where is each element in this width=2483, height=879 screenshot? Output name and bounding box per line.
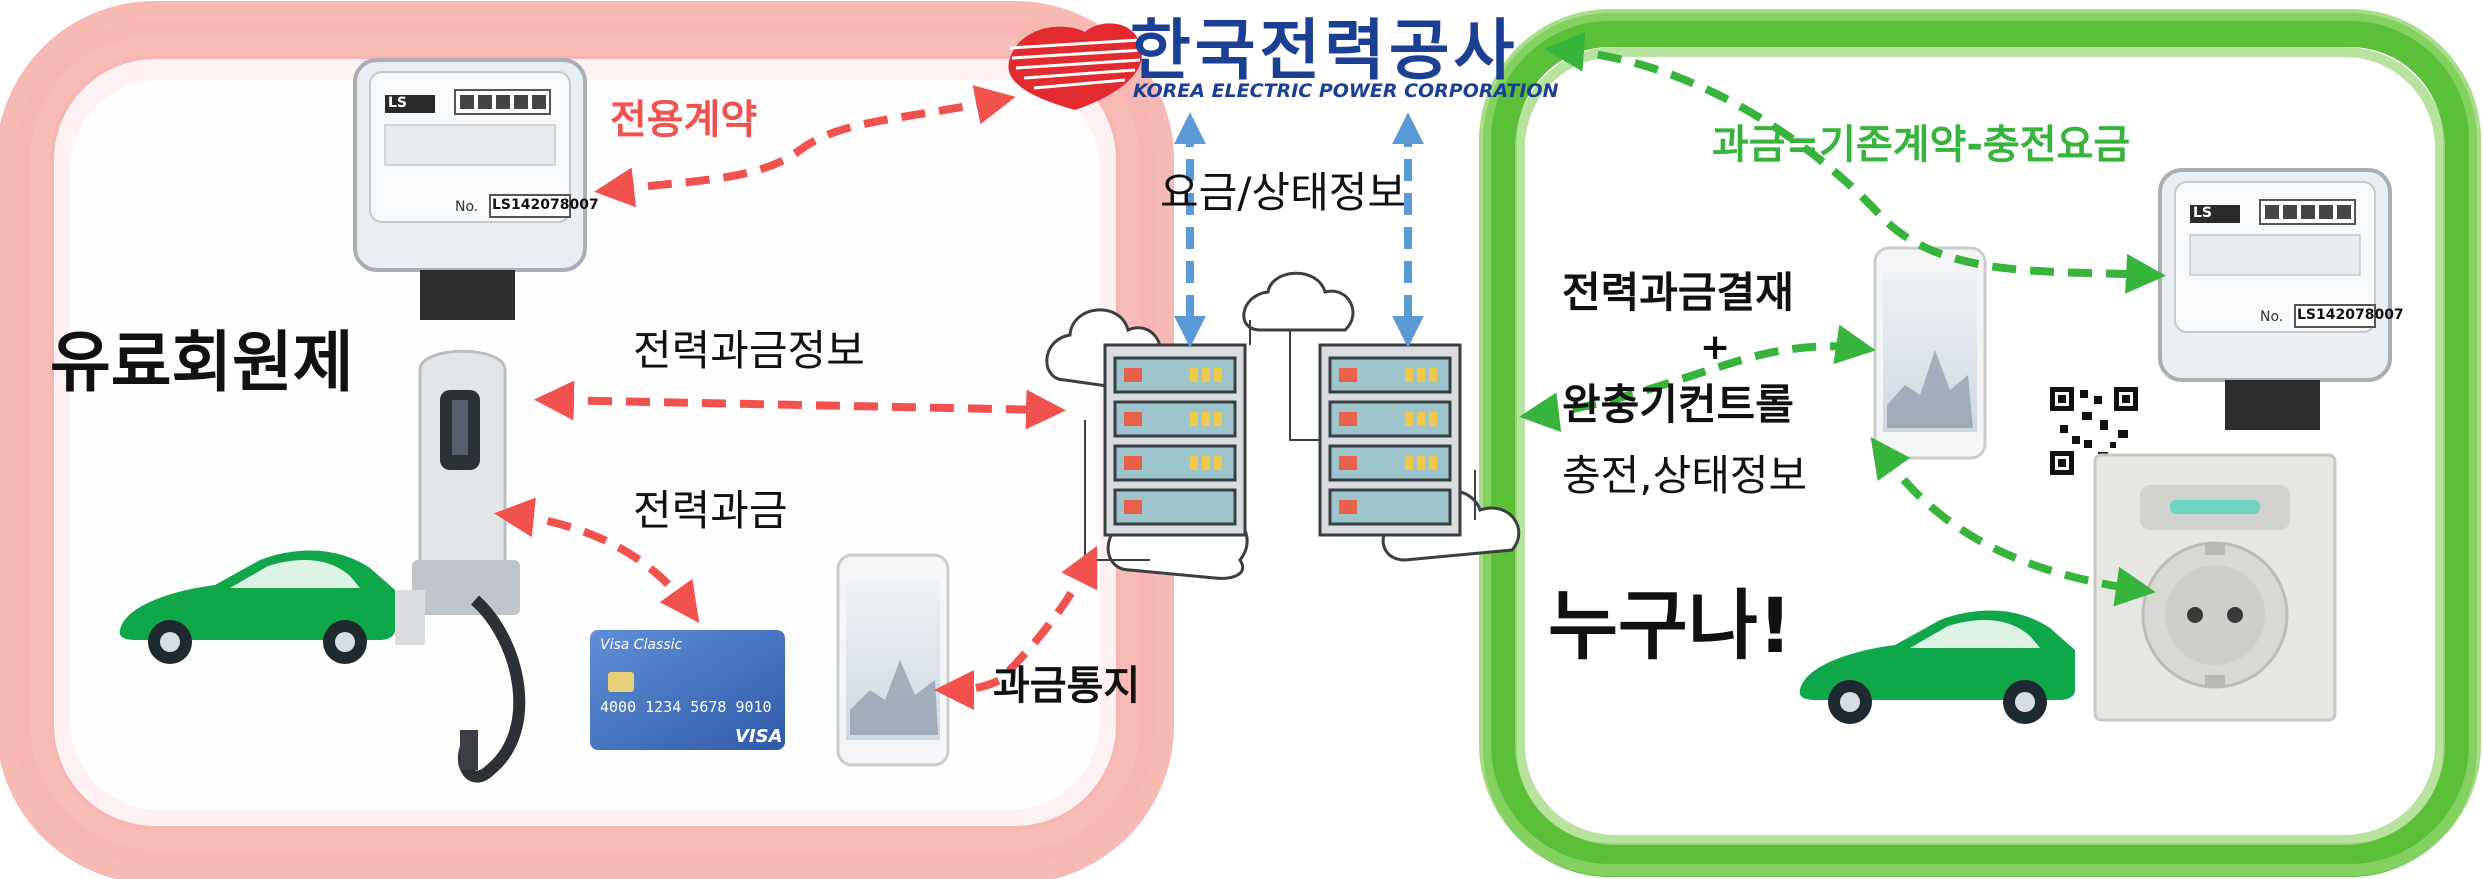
fee-status-label: 요금/상태정보 [1160,168,1406,217]
status-label: 충전,상태정보 [1562,451,1808,500]
power-meter-icon [353,58,587,320]
payment-plus: + [1700,327,1731,368]
kepco-logo-icon [1008,23,1143,110]
car-icon [1799,610,2075,724]
credit-card-icon [590,630,785,750]
card-number: 4000 1234 5678 9010 [600,698,772,716]
server-rack-icon [1103,343,1247,537]
red-arrows [494,85,1098,710]
meter-no: No. [455,199,479,215]
payment-line2: 완충기컨트롤 [1562,380,1794,429]
notify-label: 과금통지 [993,663,1141,709]
cloud-icon [1242,271,1355,332]
meter-brand: LS [388,95,408,111]
billing-info-label: 전력과금정보 [633,326,865,375]
power-socket-icon [2093,453,2337,722]
meter-serial: LS142078007 [492,197,599,213]
power-meter-icon [2158,168,2392,430]
meter-brand: LS [2193,205,2213,221]
right-region-frame [1479,9,2481,877]
billing-label: 전력과금 [633,486,788,535]
smartphone-icon [1873,246,1987,460]
card-brand: VISA [735,726,783,747]
blue-arrows [1174,112,1424,348]
left-panel-title: 유료회원제 [50,324,354,401]
ev-charger-icon [395,349,526,783]
car-icon [119,550,395,664]
meter-no: No. [2260,309,2284,325]
anyone-label: 누구나! [1548,581,1793,670]
server-rack-icon [1318,343,1462,537]
card-brand-top: Visa Classic [600,637,683,653]
kepco-logo-english: KOREA ELECTRIC POWER CORPORATION [1133,80,1559,102]
payment-line1: 전력과금결재 [1562,268,1794,317]
green-arrows [1519,31,2166,607]
contract-label: 전용계약 [610,97,758,143]
billing-formula-label: 과금=기존계약-충전요금 [1712,122,2131,168]
meter-serial: LS142078007 [2297,307,2404,323]
kepco-logo-korean: 한국전력공사 [1130,12,1519,89]
smartphone-icon [836,553,950,767]
